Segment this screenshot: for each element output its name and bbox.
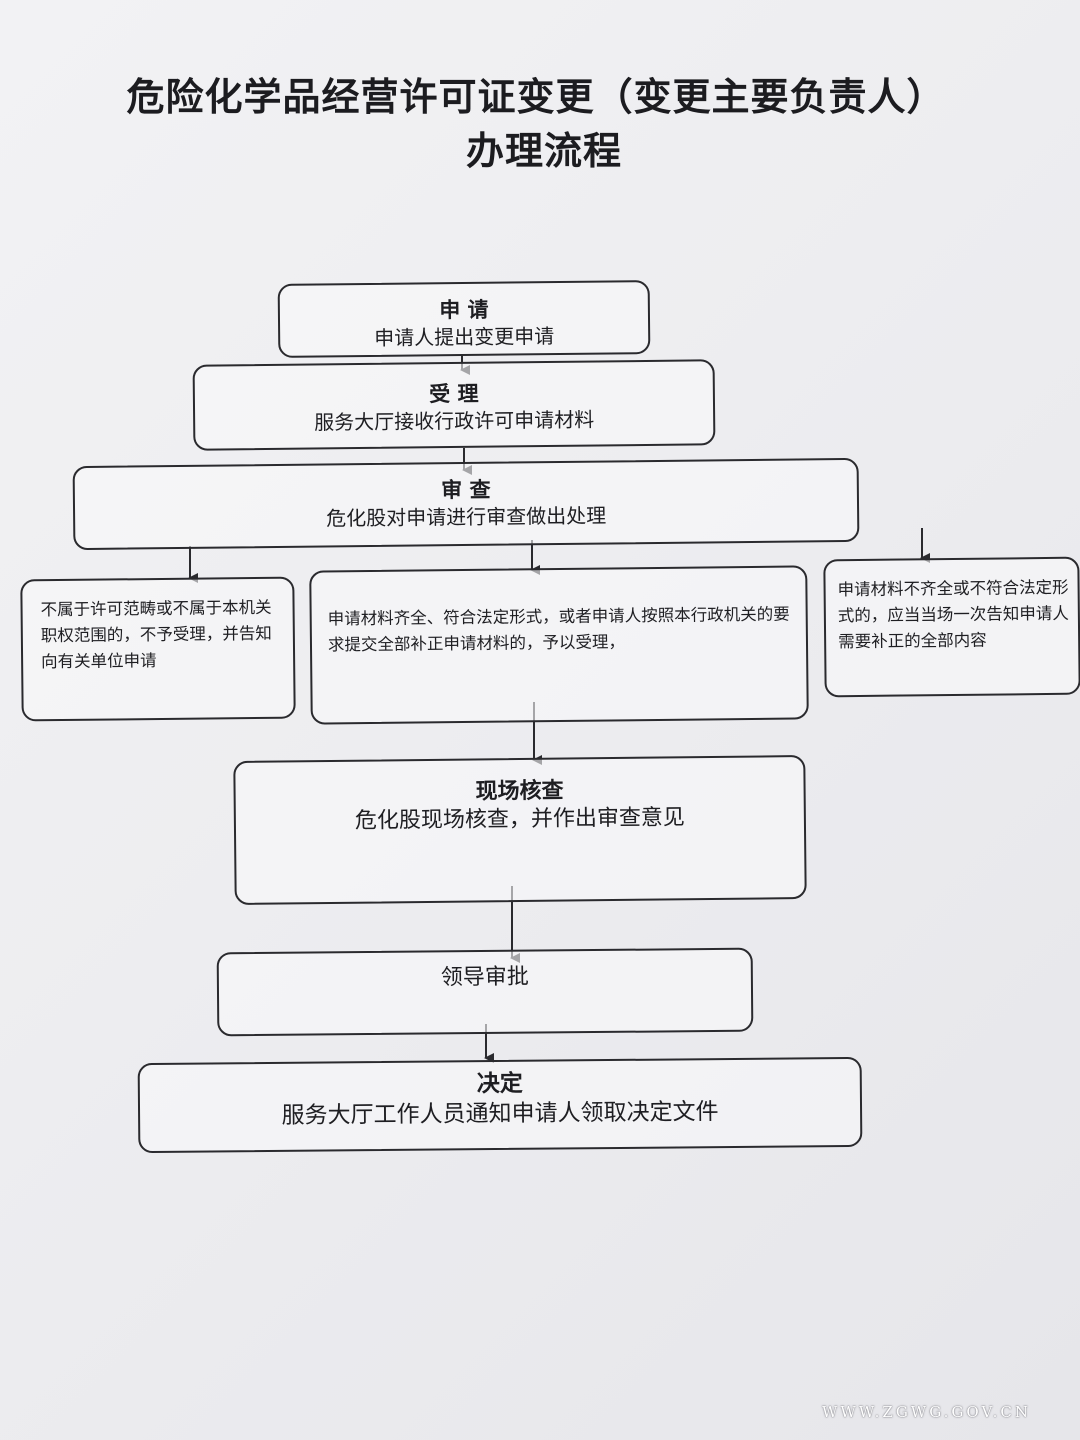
branch-correct-text: 申请材料不齐全或不符合法定形式的，应当当场一次告知申请人需要补正的全部内容 <box>837 577 1069 652</box>
step-accept-text: 服务大厅接收行政许可申请材料 <box>314 407 595 435</box>
step-apply-title: 申 请 <box>439 297 489 323</box>
step-accept: 受 理 服务大厅接收行政许可申请材料 <box>192 359 716 451</box>
step-apply-text: 申请人提出变更申请 <box>374 324 555 350</box>
step-leader: 领导审批 <box>216 947 754 1037</box>
branch-accepted: 申请材料齐全、符合法定形式，或者申请人按照本行政机关的要求提交全部补正申请材料的… <box>309 565 809 725</box>
branch-accepted-text: 申请材料齐全、符合法定形式，或者申请人按照本行政机关的要求提交全部补正申请材料的… <box>327 604 790 655</box>
step-onsite-text: 危化股现场核查，并作出审查意见 <box>354 805 686 834</box>
step-apply: 申 请 申请人提出变更申请 <box>277 280 651 358</box>
step-decide: 决定 服务大厅工作人员通知申请人领取决定文件 <box>137 1056 863 1154</box>
step-leader-title: 领导审批 <box>440 964 529 991</box>
step-review: 审 查 危化股对申请进行审查做出处理 <box>72 457 860 551</box>
watermark: WWW.ZGWG.GOV.CN <box>822 1403 1032 1421</box>
page-title: 危险化学品经营许可证变更（变更主要负责人） <box>126 75 946 119</box>
page-subtitle: 办理流程 <box>465 129 622 173</box>
branch-correct: 申请材料不齐全或不符合法定形式的，应当当场一次告知申请人需要补正的全部内容 <box>823 556 1080 698</box>
branch-reject: 不属于许可范畴或不属于本机关职权范围的，不予受理，并告知向有关单位申请 <box>20 576 296 722</box>
branch-reject-text: 不属于许可范畴或不属于本机关职权范围的，不予受理，并告知向有关单位申请 <box>40 597 272 672</box>
step-onsite: 现场核查 危化股现场核查，并作出审查意见 <box>233 755 807 905</box>
step-decide-text: 服务大厅工作人员通知申请人领取决定文件 <box>281 1099 719 1129</box>
